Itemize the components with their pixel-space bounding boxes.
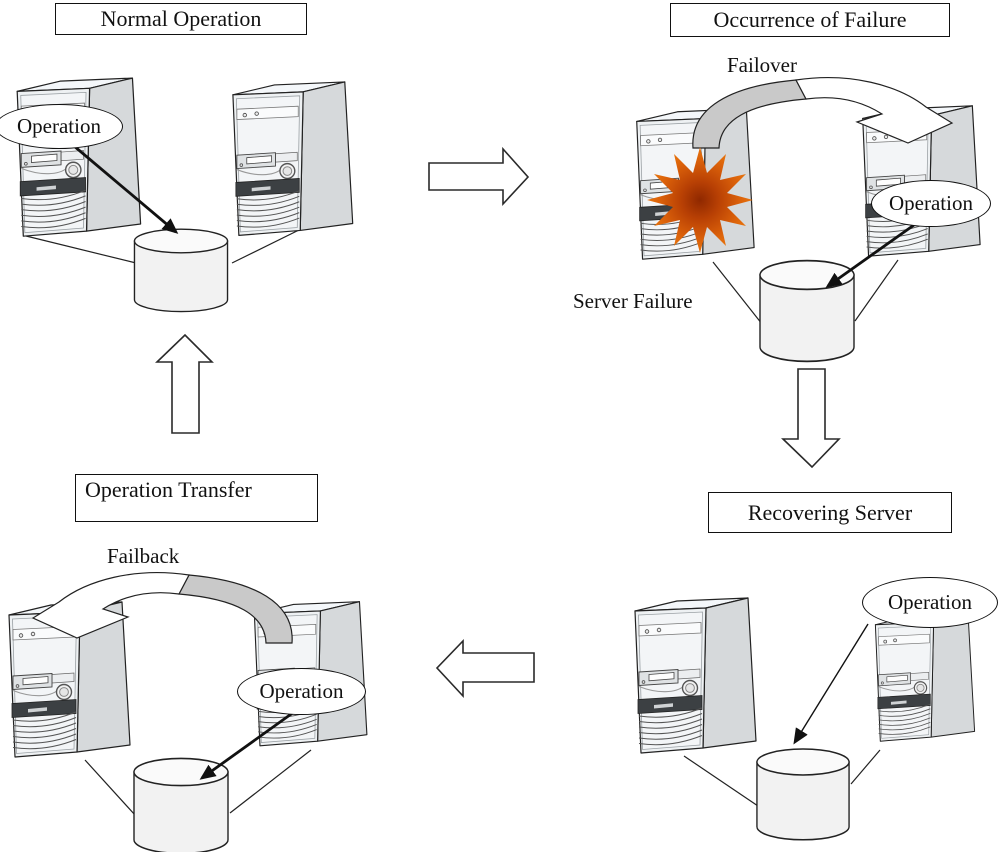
server-tower-icon: [232, 81, 354, 237]
link-line: [683, 755, 759, 807]
operation-badge: Operation: [237, 668, 366, 715]
block-arrow-down-icon: [781, 368, 841, 469]
operation-badge-label: Operation: [888, 590, 972, 614]
link-line: [712, 261, 763, 325]
server-disk-links: [25, 228, 899, 816]
stage-title-occurrence-of-failure: Occurrence of Failure: [670, 3, 950, 37]
stage-flow-arrows: [155, 146, 841, 699]
shared-disk-icon: [133, 757, 229, 852]
block-arrow-up-icon: [155, 333, 214, 434]
link-line: [229, 749, 312, 814]
operation-badge-label: Operation: [17, 114, 101, 138]
shared-disk-icon: [756, 748, 850, 841]
operation-badge-label: Operation: [889, 191, 973, 215]
stage-title-label: Normal Operation: [100, 6, 262, 31]
operation-badge: Operation: [0, 104, 123, 149]
link-line: [854, 259, 899, 322]
server-tower-icon: [16, 77, 142, 237]
stage-title-label: Recovering Server: [747, 499, 913, 525]
block-arrow-right-icon: [428, 146, 530, 207]
link-line: [850, 749, 881, 785]
shared-disk-icon: [133, 228, 229, 313]
server-tower-icon: [634, 597, 757, 754]
server-failure-label: Server Failure: [573, 289, 693, 313]
operation-arrows: [73, 144, 915, 780]
stage-title-label: Operation Transfer: [85, 477, 252, 502]
failback-arrow-icon: [31, 572, 293, 644]
operation-arrow: [73, 144, 179, 234]
failback-label: Failback: [107, 544, 180, 568]
operation-badge: Operation: [871, 180, 991, 227]
link-line: [231, 228, 302, 264]
shared-disk-icon: [759, 259, 855, 363]
link-line: [84, 759, 136, 816]
failover-label: Failover: [727, 53, 797, 77]
failover-arrow-icon: [692, 77, 954, 149]
operation-arrow: [825, 223, 915, 288]
link-line: [25, 235, 137, 264]
explosion-icon: [647, 147, 753, 253]
block-arrow-left-icon: [435, 639, 535, 699]
server-tower-icon: [874, 613, 976, 742]
stage-title-recovering-server: Recovering Server: [708, 492, 952, 533]
operation-arrow: [199, 710, 295, 780]
stage-title-label: Occurrence of Failure: [713, 7, 907, 32]
stage-title-normal-operation: Normal Operation: [55, 3, 307, 35]
operation-badge-label: Operation: [259, 679, 344, 703]
operation-badge: Operation: [862, 577, 998, 628]
operation-arrow: [793, 623, 869, 745]
stage-title-operation-transfer: Operation Transfer: [75, 474, 318, 522]
